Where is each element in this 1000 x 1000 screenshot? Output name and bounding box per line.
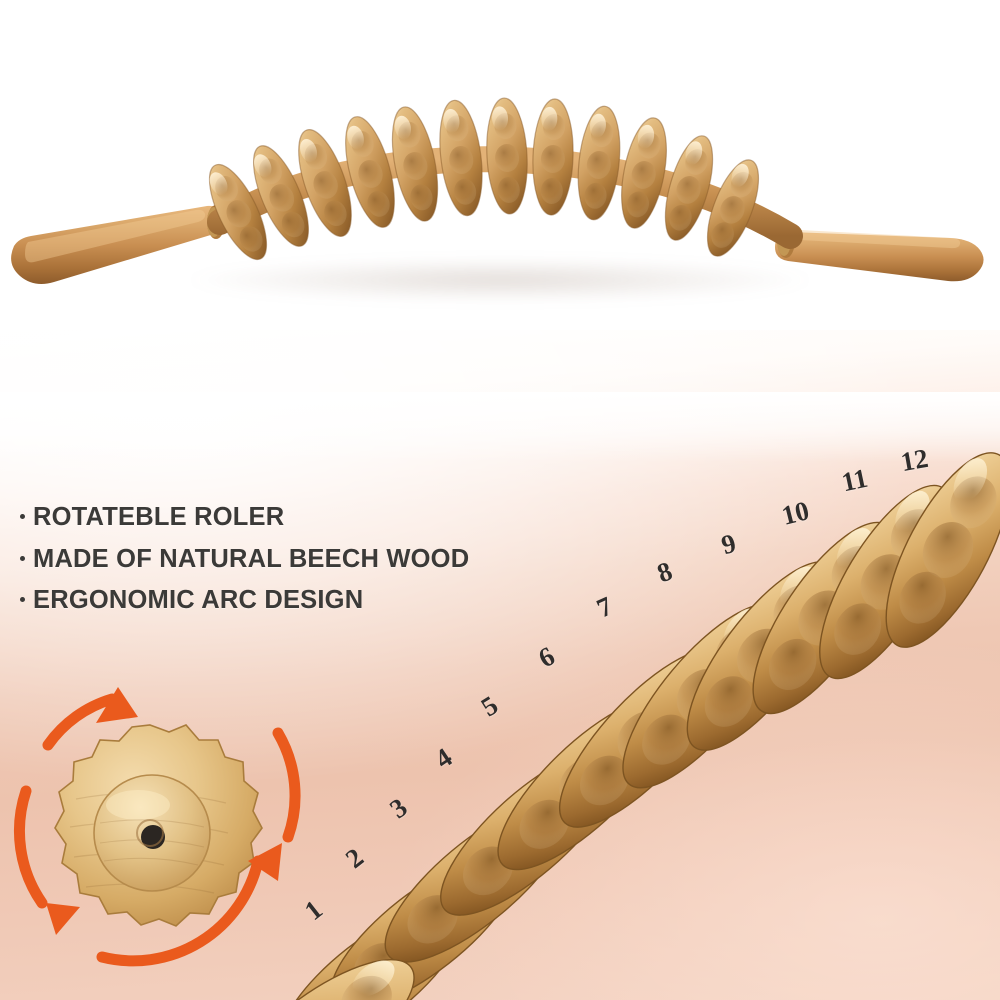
rotation-arrow-right-arc <box>272 727 301 843</box>
roller-wheels-group <box>208 97 760 261</box>
feature-label: ROTATEBLE ROLER <box>33 503 285 531</box>
rotation-arrow-top-arc <box>42 693 118 751</box>
product-drop-shadow <box>60 250 940 310</box>
rotation-arrowheads <box>46 687 282 935</box>
rotation-arrow-bottom-arc <box>96 855 264 967</box>
feature-label: MADE OF NATURAL BEECH WOOD <box>33 544 470 573</box>
arc-number-11: 11 <box>839 462 871 498</box>
roller-arc-diagram <box>229 452 1000 1000</box>
roller-wheel-front-view <box>54 724 263 927</box>
rotation-arrows-icon <box>14 687 301 967</box>
bullet-dot-icon <box>20 555 25 561</box>
arrowhead-top <box>96 687 138 723</box>
bullet-dot-icon <box>20 514 25 519</box>
roller-stick-illustration <box>11 97 984 284</box>
rotation-callout <box>0 665 310 985</box>
arrowhead-bottom-left <box>46 903 80 935</box>
product-hero-photo <box>0 0 1000 400</box>
arc-roller-group <box>229 452 1000 1000</box>
feature-label: ERGONOMIC ARC DESIGN <box>33 586 364 614</box>
feature-item: ERGONOMIC ARC DESIGN <box>20 586 540 614</box>
rotation-arrow-group <box>14 693 301 967</box>
arrowhead-right <box>248 843 282 881</box>
rotation-arrow-left-arc <box>14 785 48 909</box>
arc-roller <box>885 452 1000 648</box>
feature-list: ROTATEBLE ROLER MADE OF NATURAL BEECH WO… <box>20 503 540 630</box>
feature-item: MADE OF NATURAL BEECH WOOD <box>20 544 540 573</box>
arc-number-12: 12 <box>898 442 931 478</box>
feature-item: ROTATEBLE ROLER <box>20 503 540 531</box>
bullet-dot-icon <box>20 597 25 602</box>
